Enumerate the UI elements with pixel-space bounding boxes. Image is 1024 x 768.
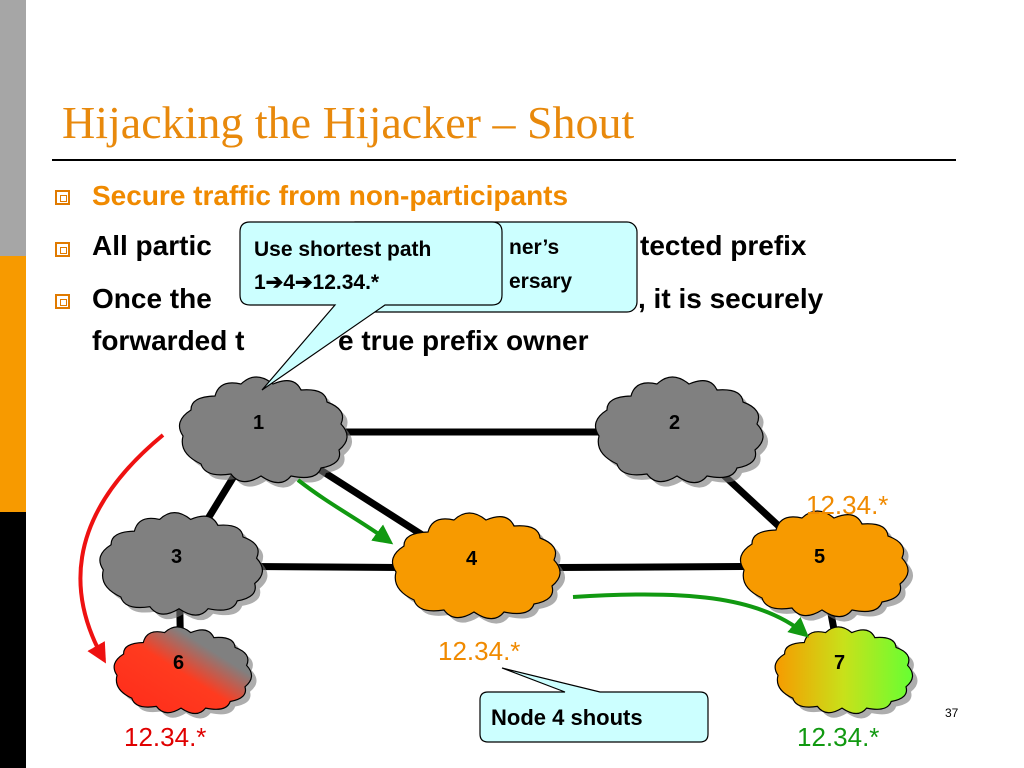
prefix-label-node7: 12.34.* — [797, 722, 880, 752]
arrow-1-6 — [78, 433, 165, 664]
node-4-shape — [391, 512, 561, 620]
clouds-group: 1 2 3 4 5 6 7 — [99, 376, 918, 719]
node-1-shape — [178, 376, 348, 484]
callout-back-line2: ersary — [509, 270, 572, 293]
callout-front-line2: 1➔4➔12.34.* — [254, 271, 380, 294]
bullet-3-line2-end: e true prefix owner — [338, 325, 589, 356]
node-2-cloud: 2 — [594, 376, 769, 488]
node-3-shape — [99, 512, 264, 616]
arrow-4-7 — [572, 592, 810, 638]
node-5-shape — [739, 510, 909, 618]
title-divider — [52, 159, 956, 161]
node-3-cloud: 3 — [99, 512, 268, 621]
node-6-label: 6 — [173, 652, 184, 674]
bullet-marker — [55, 294, 70, 309]
bullet-marker — [55, 242, 70, 257]
callout-node4-shouts — [479, 667, 709, 743]
slide-title: Hijacking the Hijacker – Shout — [62, 97, 635, 148]
callout-shout-text: Node 4 shouts — [491, 705, 643, 730]
slide-number: 37 — [945, 706, 959, 720]
callout-front-line1: Use shortest path — [254, 238, 431, 261]
sidebar-decoration — [0, 0, 26, 768]
bullet-marker — [55, 190, 70, 205]
node-5-label: 5 — [814, 546, 825, 568]
bullet-3-text-start: Once the — [92, 283, 212, 314]
prefix-label-node5: 12.34.* — [806, 490, 889, 520]
node-6-cloud: 6 — [113, 626, 257, 719]
callout-shortest-path — [239, 221, 503, 391]
node-2-shape — [594, 376, 764, 484]
node-4-cloud: 4 — [391, 512, 566, 624]
node-5-cloud: 5 — [739, 510, 914, 622]
node-1-cloud: 1 — [178, 376, 353, 488]
prefix-label-node6: 12.34.* — [124, 722, 207, 752]
node-2-label: 2 — [669, 412, 680, 434]
sidebar-orange-band — [0, 256, 26, 512]
sidebar-black-band — [0, 512, 26, 768]
arrows-group — [78, 433, 810, 664]
bullet-2-text-end: tected prefix — [640, 230, 807, 261]
prefix-label-node4: 12.34.* — [438, 636, 521, 666]
sidebar-gray-band — [0, 0, 26, 256]
node-4-label: 4 — [466, 548, 478, 570]
bullet-3-line2-start: forwarded t — [92, 325, 245, 356]
callout-back-line1: ner’s — [509, 236, 559, 259]
arrow-1-4 — [296, 478, 394, 545]
bullet-1-text: Secure traffic from non-participants — [92, 180, 569, 211]
bullet-2-text-start: All partic — [92, 230, 212, 261]
bullet-3-text-end: , it is securely — [638, 283, 824, 314]
node-1-label: 1 — [253, 412, 264, 434]
node-6-shape — [113, 626, 253, 715]
node-3-label: 3 — [171, 546, 182, 568]
node-7-label: 7 — [834, 652, 845, 674]
node-7-cloud: 7 — [774, 626, 918, 719]
